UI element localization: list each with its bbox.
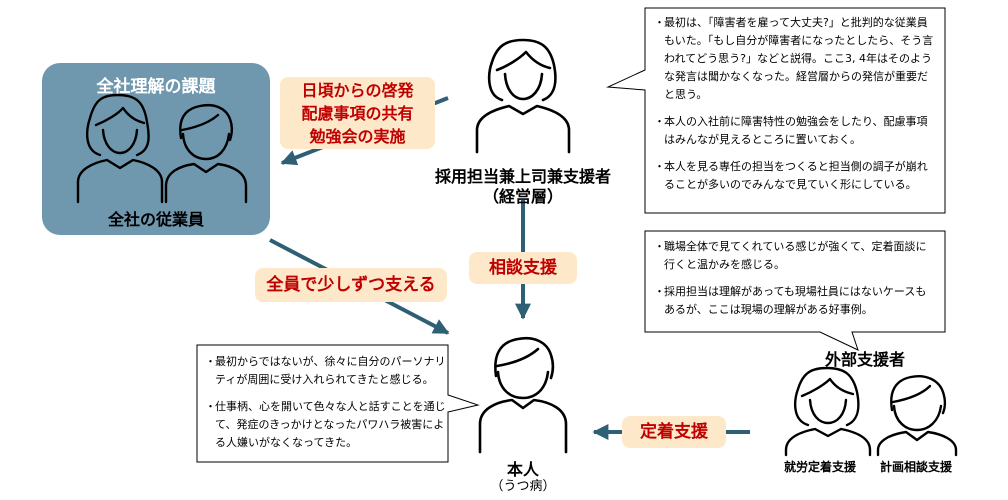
- manager-note-item: 最初は、「障害者を雇って大丈夫?」と批判的な従業員もいた。「もし自分が障害者にな…: [654, 14, 936, 104]
- consult-support-label: 相談支援: [469, 252, 577, 284]
- manager-note-item: 本人を見る専任の担当をつくると担当側の調子が崩れることが多いのでみんなで見ていく…: [654, 158, 936, 194]
- manager-note: 最初は、「障害者を雇って大丈夫?」と批判的な従業員もいた。「もし自分が障害者にな…: [654, 14, 936, 203]
- person-note-item: 最初からではないが、徐々に自分のパーソナリティが周囲に受け入れられてきたと感じる…: [205, 353, 451, 389]
- female-employee-icon: [76, 93, 164, 204]
- company-employees-label: 全社の従業員: [107, 210, 204, 229]
- everyone-support-label: 全員で少しずつ支える: [255, 268, 447, 302]
- person-note-item: 仕事柄、心を開いて色々な人と話すことを通じて、発症のきっかけとなったパワハラ被害…: [205, 398, 451, 452]
- awareness-label: 日頃からの啓発 配慮事項の共有 勉強会の実施: [280, 77, 435, 149]
- planning-support-label: 計画相談支援: [879, 460, 952, 474]
- employment-support-icon: [784, 366, 872, 457]
- external-note-item: 職場全体で見てくれている感じが強くて、定着面談に行くと温かみを感じる。: [654, 238, 936, 274]
- external-supporters-title: 外部支援者: [824, 350, 905, 369]
- awareness-line-2: 配慮事項の共有: [301, 104, 414, 123]
- awareness-line-1: 日頃からの啓発: [301, 81, 414, 100]
- retention-support-label: 定着支援: [622, 416, 726, 448]
- person-icon: [478, 336, 568, 454]
- male-employee-icon: [164, 104, 248, 204]
- company-title: 全社理解の課題: [96, 77, 216, 97]
- person-name: 本人: [506, 460, 539, 479]
- planning-support-icon: [876, 375, 958, 457]
- awareness-line-3: 勉強会の実施: [309, 127, 406, 146]
- company-employees-box: [42, 63, 270, 235]
- manager-role: （経営層）: [482, 187, 563, 206]
- manager-person-icon: [475, 38, 571, 154]
- manager-name: 採用担当兼上司兼支援者: [434, 167, 611, 186]
- employment-support-label: 就労定着支援: [783, 460, 856, 474]
- external-note-item: 採用担当は理解があっても現場社員にはないケースもあるが、ここは現場の理解がある好…: [654, 283, 936, 319]
- manager-note-item: 本人の入社前に障害特性の勉強会をしたり、配慮事項はみんなが見えるところに置いてお…: [654, 113, 936, 149]
- person-condition: （うつ病）: [490, 479, 556, 494]
- external-note: 職場全体で見てくれている感じが強くて、定着面談に行くと温かみを感じる。 採用担当…: [654, 238, 936, 328]
- person-note: 最初からではないが、徐々に自分のパーソナリティが周囲に受け入れられてきたと感じる…: [205, 353, 451, 461]
